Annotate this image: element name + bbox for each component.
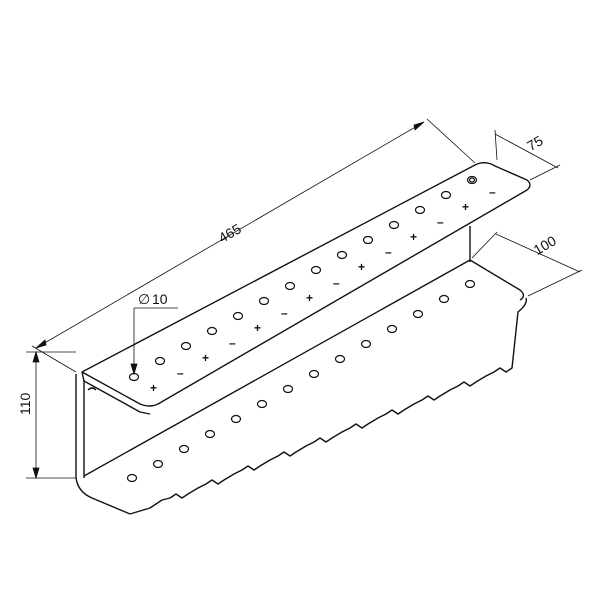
dimension-length-label: 465 [216, 220, 244, 246]
hole [362, 235, 374, 245]
extension-line [529, 164, 561, 181]
bottom-flange [75, 259, 528, 515]
hole [310, 265, 322, 275]
hole [178, 444, 190, 454]
hole [336, 250, 348, 260]
hole [412, 309, 424, 319]
hole [466, 175, 478, 185]
dimension-height [26, 350, 76, 480]
hole [152, 459, 164, 469]
hole [126, 473, 138, 483]
bottom-flange-holes [126, 279, 476, 483]
hole-diameter-symbol: ∅ [138, 291, 150, 307]
arrow-head [32, 467, 40, 480]
hole [230, 414, 242, 424]
hole [180, 341, 192, 351]
extension-line [471, 231, 498, 259]
arrow-head [35, 339, 47, 349]
hole [204, 429, 216, 439]
hole [284, 281, 296, 291]
dimension-line [35, 121, 425, 349]
plus-mark: + [202, 351, 209, 365]
minus-mark: – [177, 366, 184, 380]
arrow-head [32, 350, 40, 363]
extension-line [31, 345, 77, 373]
hole [334, 354, 346, 364]
plus-mark: + [306, 291, 313, 305]
arrow-head [413, 121, 425, 131]
hole [308, 369, 320, 379]
dimension-line [495, 233, 581, 273]
hole [256, 399, 268, 409]
bottom-flange-slotted-edge [129, 297, 528, 515]
plus-mark: + [462, 200, 469, 214]
minus-mark: – [489, 185, 496, 199]
dimension-height-label: 110 [17, 392, 33, 415]
hole [388, 220, 400, 230]
hole [440, 190, 452, 200]
hole [206, 326, 218, 336]
hole [154, 356, 166, 366]
polarity-marks: + – + – + – + – + – + – + – [150, 185, 496, 395]
hole-inner [468, 177, 476, 183]
dimension-top-width-label: 75 [524, 132, 546, 154]
top-flange-holes [128, 175, 478, 382]
extension-line [494, 129, 498, 161]
plus-mark: + [254, 321, 261, 335]
dimension-line [494, 133, 559, 169]
bottom-flange-inner-edge [83, 259, 525, 477]
hole-callout [130, 307, 178, 376]
hole [258, 296, 270, 306]
web-clip [87, 387, 97, 391]
hole-diameter-label: 10 [152, 291, 168, 307]
dimension-top-width [494, 129, 561, 181]
minus-mark: – [437, 215, 444, 229]
bottom-flange-bend [75, 477, 131, 515]
hole [438, 294, 450, 304]
hole [282, 384, 294, 394]
dimension-bottom-width-label: 100 [531, 232, 559, 258]
hole [386, 324, 398, 334]
hole [232, 311, 244, 321]
extension-line [527, 269, 583, 297]
extension-line [426, 118, 476, 164]
dimension-bottom-width [471, 231, 583, 297]
minus-mark: – [229, 336, 236, 350]
plus-mark: + [410, 230, 417, 244]
plus-mark: + [150, 381, 157, 395]
top-flange [81, 162, 531, 415]
hole [464, 279, 476, 289]
top-flange-outline [81, 162, 531, 407]
hole [360, 339, 372, 349]
top-flange-bend-line [81, 371, 151, 415]
plus-mark: + [358, 260, 365, 274]
arrow-head [130, 363, 138, 376]
dimension-length [31, 118, 476, 373]
minus-mark: – [333, 276, 340, 290]
hole [414, 205, 426, 215]
minus-mark: – [281, 306, 288, 320]
vertical-web [75, 226, 471, 478]
minus-mark: – [385, 245, 392, 259]
